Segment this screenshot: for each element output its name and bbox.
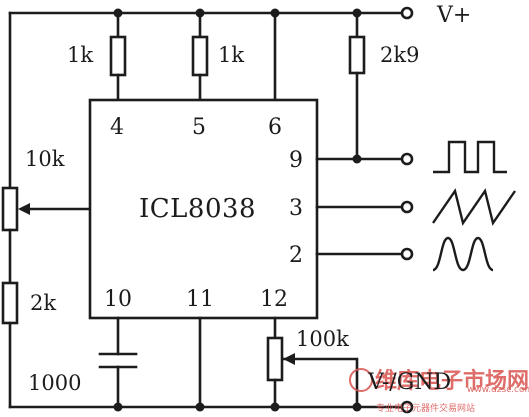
pin-3-label: 3 (289, 196, 303, 221)
resistor-pin5-body (191, 35, 209, 77)
pin-2-label: 2 (289, 243, 303, 268)
gnd-terminal (400, 400, 414, 414)
vplus-terminal (400, 6, 414, 20)
junction-dot (270, 402, 280, 412)
junction-dot (352, 8, 362, 18)
triangle-wave-icon (432, 188, 516, 226)
pin9-terminal (400, 152, 414, 166)
r-left-label: 2k (30, 291, 56, 315)
watermark-logo-text: 维库电子市场网 (375, 368, 529, 394)
pin-12-label: 12 (260, 287, 288, 312)
pin-9-label: 9 (289, 148, 303, 173)
r-pullup-label: 2k9 (380, 43, 419, 67)
ic-body (88, 98, 319, 320)
ic-name-label: ICL8038 (139, 194, 256, 224)
sine-wave-icon (432, 236, 494, 272)
square-wave-icon (433, 140, 507, 174)
pin-6-label: 6 (268, 115, 282, 140)
resistor-pullup-body (348, 35, 366, 75)
pin-4-label: 4 (110, 115, 124, 140)
junction-dot (113, 8, 123, 18)
cap-label: 1000 (28, 371, 81, 395)
pot-right-label: 100k (296, 327, 349, 351)
pot-left-arrow-icon (18, 203, 30, 215)
watermark-url-text: www.dzsc.com (467, 385, 529, 395)
watermark-logo: 维库电子市场网 专业电子元器件交易网站 www.dzsc.com (349, 368, 529, 414)
pot-left-label: 10k (25, 147, 65, 171)
junction-dot (195, 402, 205, 412)
junction-dot (352, 402, 362, 412)
r-pin4-label: 1k (67, 43, 93, 67)
pot-right-wiper (282, 357, 359, 409)
junction-dot (352, 154, 362, 164)
pin2-terminal (400, 247, 414, 261)
pot-right-arrow-icon (283, 353, 295, 365)
pot-right-body (266, 336, 284, 382)
pot-left-body (1, 186, 19, 232)
pin-10-label: 10 (104, 287, 132, 312)
pin3-terminal (400, 200, 414, 214)
junction-dot (195, 8, 205, 18)
watermark-badge-icon (349, 368, 373, 392)
vminus-label: V-/GND (367, 370, 451, 395)
r-pin5-label: 1k (218, 43, 244, 67)
pin-5-label: 5 (192, 115, 206, 140)
junction-dot (270, 8, 280, 18)
junction-dot (113, 402, 123, 412)
vplus-label: V+ (436, 3, 471, 28)
resistor-2k-body (1, 281, 19, 325)
watermark-sub-text: 专业电子元器件交易网站 (376, 402, 475, 414)
pin-11-label: 11 (186, 287, 214, 312)
resistor-pin4-body (109, 35, 127, 77)
